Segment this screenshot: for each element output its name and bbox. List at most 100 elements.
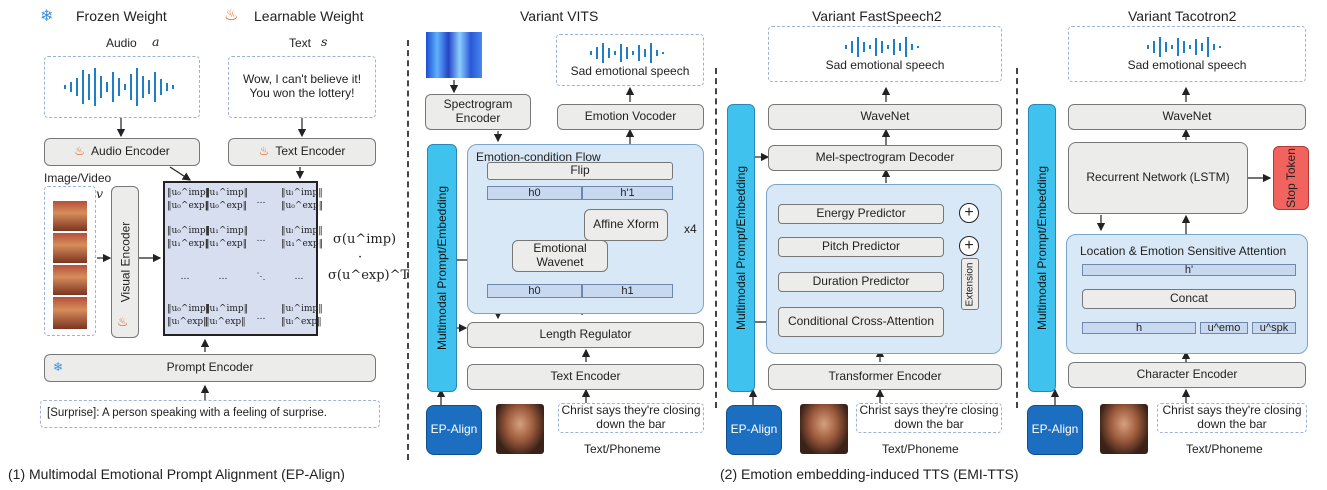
pitch-predictor: Pitch Predictor <box>778 237 944 257</box>
tac-text-phoneme: Text/Phoneme <box>1186 442 1263 456</box>
snowflake-icon: ❄ <box>53 360 64 375</box>
spectrogram-icon <box>426 32 482 78</box>
flow-h1: h1 <box>582 284 673 298</box>
waveform-icon <box>1147 37 1221 58</box>
waveform-icon <box>845 37 919 58</box>
flow-h0-top: h0 <box>487 186 582 200</box>
separator-3 <box>1016 68 1018 408</box>
vits-output: Sad emotional speech <box>556 34 704 86</box>
waveform-icon <box>590 43 664 64</box>
emotion-vocoder: Emotion Vocoder <box>557 104 704 130</box>
separator-1 <box>407 40 409 460</box>
mel-decoder: Mel-spectrogram Decoder <box>768 145 1002 171</box>
matrix-cell: ‖u₀^imp‖ ‖uₗ^exp‖ <box>167 304 211 327</box>
flame-icon: ♨ <box>117 315 129 329</box>
flame-icon: ♨ <box>258 144 270 159</box>
matrix-cell: … <box>256 312 266 322</box>
tac-wavenet: WaveNet <box>1068 104 1306 130</box>
sigma-dot: · <box>358 250 363 265</box>
flip-block: Flip <box>487 162 673 180</box>
audio-encoder: ♨ Audio Encoder <box>44 138 200 166</box>
matrix-cell: … <box>180 272 190 282</box>
matrix-cell: ‖u₀^imp‖ ‖u₀^exp‖ <box>167 188 211 211</box>
plus-node-pitch: + <box>959 236 979 256</box>
plus-node-energy: + <box>959 203 979 223</box>
similarity-matrix: ‖u₀^imp‖ ‖u₀^exp‖ ‖u₁^imp‖ ‖u₀^exp‖ … ‖u… <box>163 181 324 336</box>
fs2-text-phoneme: Text/Phoneme <box>882 442 959 456</box>
matrix-cell: … <box>294 272 304 282</box>
text-input: Wow, I can't believe it! You won the lot… <box>228 56 376 118</box>
flow-h0-bottom: h0 <box>487 284 582 298</box>
matrix-cell: ‖u₁^imp‖ ‖u₀^exp‖ <box>205 188 249 211</box>
caption-ep-align: (1) Multimodal Emotional Prompt Alignmen… <box>8 466 345 482</box>
concat-block: Concat <box>1082 289 1296 309</box>
tac-hprime: h' <box>1082 264 1296 276</box>
vits-text-input: Christ says they're closing down the bar <box>558 403 704 433</box>
spectrogram-encoder: Spectrogram Encoder <box>425 94 531 130</box>
video-frame-3 <box>52 264 88 296</box>
prompt-encoder: ❄ Prompt Encoder <box>44 354 376 382</box>
matrix-cell: … <box>256 234 266 244</box>
fs2-wavenet: WaveNet <box>768 104 1002 130</box>
flame-icon: ♨ <box>224 7 239 24</box>
face-photo <box>496 404 544 454</box>
legend-learnable: Learnable Weight <box>254 8 364 24</box>
video-frame-1 <box>52 200 88 232</box>
sigma-imp: σ(u^imp) <box>333 232 397 247</box>
flow-title: Emotion-condition Flow <box>476 150 601 164</box>
vits-title: Variant VITS <box>520 8 599 24</box>
vits-text-phoneme: Text/Phoneme <box>584 442 661 456</box>
vits-multimodal: Multimodal Prompt/Embedding <box>427 144 457 392</box>
face-photo <box>800 404 848 454</box>
tac-uemo: u^emo <box>1200 322 1248 334</box>
waveform-icon <box>64 68 174 106</box>
recurrent-network: Recurrent Network (LSTM) <box>1068 142 1248 214</box>
tac-output: Sad emotional speech <box>1068 26 1306 82</box>
tac-multimodal: Multimodal Prompt/Embedding <box>1028 104 1056 392</box>
fs2-ep-align: EP-Align <box>726 405 782 455</box>
matrix-cell: ‖u₁^imp‖ ‖uₗ^exp‖ <box>205 304 249 327</box>
matrix-cell: ‖uₗ^imp‖ ‖u₁^exp‖ <box>281 226 324 249</box>
image-var: v <box>96 186 104 201</box>
tac-ep-align: EP-Align <box>1027 405 1083 455</box>
text-label: Text <box>289 36 312 50</box>
character-encoder: Character Encoder <box>1068 362 1306 388</box>
audio-var: a <box>152 34 160 49</box>
flame-icon: ♨ <box>74 144 86 159</box>
fs2-multimodal: Multimodal Prompt/Embedding <box>727 104 755 392</box>
extension-block: Extension <box>961 258 979 310</box>
fs2-output: Sad emotional speech <box>768 26 1002 82</box>
sigma-exp: σ(u^exp)^T <box>328 268 410 283</box>
transformer-encoder: Transformer Encoder <box>768 364 1002 390</box>
fs2-text-input: Christ says they're closing down the bar <box>856 403 1002 433</box>
matrix-cell: ‖u₀^imp‖ ‖u₁^exp‖ <box>167 226 211 249</box>
prompt-text: [Surprise]: A person speaking with a fee… <box>40 400 380 428</box>
video-frame-2 <box>52 232 88 264</box>
tac-text-input: Christ says they're closing down the bar <box>1157 403 1307 433</box>
cross-attention: Conditional Cross-Attention <box>778 307 944 337</box>
text-sample: Wow, I can't believe it! You won the lot… <box>242 72 362 100</box>
text-encoder: ♨ Text Encoder <box>228 138 376 166</box>
audio-input <box>44 56 200 118</box>
snowflake-icon: ❄ <box>40 8 54 25</box>
visual-encoder: Visual Encoder <box>111 186 139 338</box>
legend-frozen: Frozen Weight <box>76 8 167 24</box>
matrix-cell: ‖uₗ^imp‖ ‖uₗ^exp‖ <box>281 304 323 327</box>
vits-ep-align: EP-Align <box>426 405 482 455</box>
duration-predictor: Duration Predictor <box>778 272 944 292</box>
flow-h1p: h'1 <box>582 186 673 200</box>
attention-title: Location & Emotion Sensitive Attention <box>1080 244 1287 258</box>
length-regulator: Length Regulator <box>467 322 704 348</box>
audio-label: Audio <box>106 36 137 50</box>
matrix-cell: … <box>218 272 228 282</box>
tac-title: Variant Tacotron2 <box>1128 8 1237 24</box>
separator-2 <box>715 68 717 408</box>
face-photo <box>1100 404 1148 454</box>
emotional-wavenet: Emotional Wavenet <box>512 240 608 272</box>
video-frame-4 <box>52 296 88 330</box>
matrix-cell: ‖u₁^imp‖ ‖u₁^exp‖ <box>205 226 249 249</box>
x4-label: x4 <box>684 222 697 236</box>
energy-predictor: Energy Predictor <box>778 204 944 224</box>
vits-text-encoder: Text Encoder <box>467 364 704 390</box>
image-label: Image/Video <box>44 171 112 185</box>
